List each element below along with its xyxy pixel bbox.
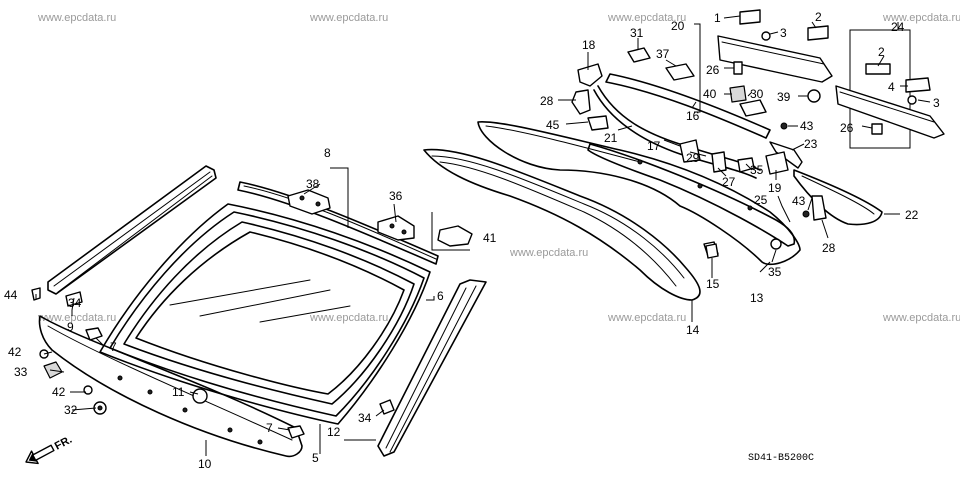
watermark-text: www.epcdata.ru bbox=[37, 12, 116, 24]
callout-33: 33 bbox=[14, 365, 28, 379]
callout-24: 24 bbox=[891, 20, 905, 34]
callout-6: 6 bbox=[437, 289, 444, 303]
watermarks: www.epcdata.ru www.epcdata.ru www.epcdat… bbox=[37, 12, 960, 324]
part-rear-lower-trim bbox=[587, 143, 796, 247]
part-rear-weatherstrip bbox=[423, 148, 701, 301]
callout-34: 34 bbox=[358, 411, 372, 425]
callout-28: 28 bbox=[822, 241, 836, 255]
callout-22: 22 bbox=[905, 208, 919, 222]
callout-32: 32 bbox=[64, 403, 78, 417]
callout-26: 26 bbox=[706, 63, 720, 77]
part-bracket-41 bbox=[431, 212, 473, 251]
part-clip-31-37 bbox=[627, 47, 695, 81]
callout-14: 14 bbox=[686, 323, 700, 337]
callout-9: 9 bbox=[67, 320, 74, 334]
part-bracket-18 bbox=[577, 63, 603, 87]
part-small-clips bbox=[31, 287, 395, 439]
watermark-text: www.epcdata.ru bbox=[509, 247, 588, 259]
part-rear-clips bbox=[679, 139, 789, 257]
watermark-text: www.epcdata.ru bbox=[607, 12, 686, 24]
callout-42: 42 bbox=[52, 385, 66, 399]
callout-44: 44 bbox=[4, 288, 18, 302]
callout-3: 3 bbox=[780, 26, 787, 40]
watermark-text: www.epcdata.ru bbox=[309, 312, 388, 324]
front-direction-arrow: FR. bbox=[25, 434, 74, 465]
part-side-molding-right bbox=[377, 279, 487, 457]
callout-16: 16 bbox=[686, 109, 700, 123]
watermark-text: www.epcdata.ru bbox=[882, 12, 960, 24]
callout-8: 8 bbox=[324, 146, 331, 160]
callout-12: 12 bbox=[327, 425, 341, 439]
callout-2: 2 bbox=[815, 10, 822, 24]
part-bracket-38 bbox=[287, 189, 331, 215]
callout-43: 43 bbox=[792, 194, 806, 208]
callout-25: 25 bbox=[754, 193, 768, 207]
watermark-text: www.epcdata.ru bbox=[309, 12, 388, 24]
direction-label: FR. bbox=[53, 434, 74, 453]
watermark-text: www.epcdata.ru bbox=[607, 312, 686, 324]
callout-34: 34 bbox=[68, 296, 82, 310]
callout-35: 35 bbox=[750, 163, 764, 177]
callout-2: 2 bbox=[878, 45, 885, 59]
callout-20: 20 bbox=[671, 19, 685, 33]
part-strip-23 bbox=[769, 141, 803, 169]
part-group-20 bbox=[694, 9, 833, 113]
callout-10: 10 bbox=[198, 457, 212, 471]
callout-26: 26 bbox=[840, 121, 854, 135]
callout-36: 36 bbox=[389, 189, 403, 203]
callout-13: 13 bbox=[750, 291, 764, 305]
part-clip-15 bbox=[705, 243, 719, 259]
part-bracket-28-right bbox=[811, 195, 827, 221]
part-bolts-43 bbox=[780, 122, 810, 218]
part-clip-11 bbox=[192, 388, 208, 404]
part-cowl-garnish bbox=[38, 315, 303, 458]
part-bracket-28-left bbox=[571, 89, 591, 115]
callout-27: 27 bbox=[722, 175, 736, 189]
callout-1: 1 bbox=[714, 11, 721, 25]
callout-28: 28 bbox=[540, 94, 554, 108]
part-windshield bbox=[99, 203, 431, 425]
callout-17: 17 bbox=[647, 139, 661, 153]
part-side-molding-left bbox=[47, 165, 217, 295]
callout-21: 21 bbox=[604, 131, 618, 145]
watermark-text: www.epcdata.ru bbox=[37, 312, 116, 324]
callout-19: 19 bbox=[768, 181, 782, 195]
callout-5: 5 bbox=[312, 451, 319, 465]
diagram-code: SD41-B5200C bbox=[748, 453, 814, 464]
callout-43: 43 bbox=[800, 119, 814, 133]
callout-38: 38 bbox=[306, 177, 320, 191]
callout-35: 35 bbox=[768, 265, 782, 279]
part-rear-upper-molding bbox=[605, 73, 771, 139]
callout-45: 45 bbox=[546, 118, 560, 132]
part-clip-45 bbox=[587, 115, 609, 131]
arrow-left-icon bbox=[25, 444, 55, 465]
part-bracket-36 bbox=[377, 215, 415, 241]
callout-18: 18 bbox=[582, 38, 596, 52]
callout-37: 37 bbox=[656, 47, 670, 61]
callout-42: 42 bbox=[8, 345, 22, 359]
part-group-24 bbox=[835, 29, 945, 149]
callout-23: 23 bbox=[804, 137, 818, 151]
callout-4: 4 bbox=[888, 80, 895, 94]
part-fasteners-30-39-40 bbox=[729, 85, 821, 117]
callout-15: 15 bbox=[706, 277, 720, 291]
callout-29: 29 bbox=[686, 151, 700, 165]
callout-3: 3 bbox=[933, 96, 940, 110]
callout-39: 39 bbox=[777, 90, 791, 104]
watermark-text: www.epcdata.ru bbox=[882, 312, 960, 324]
callout-40: 40 bbox=[703, 87, 717, 101]
part-rear-glass bbox=[477, 121, 801, 266]
callout-7: 7 bbox=[266, 421, 273, 435]
callout-30: 30 bbox=[750, 87, 764, 101]
callout-41: 41 bbox=[483, 231, 497, 245]
callout-11: 11 bbox=[172, 385, 185, 399]
callout-labels: 1 2 2 3 3 4 5 6 7 7 8 9 10 11 12 13 14 1… bbox=[4, 10, 940, 471]
callout-7: 7 bbox=[110, 340, 117, 354]
callout-31: 31 bbox=[630, 26, 644, 40]
leader-lines bbox=[35, 15, 931, 456]
